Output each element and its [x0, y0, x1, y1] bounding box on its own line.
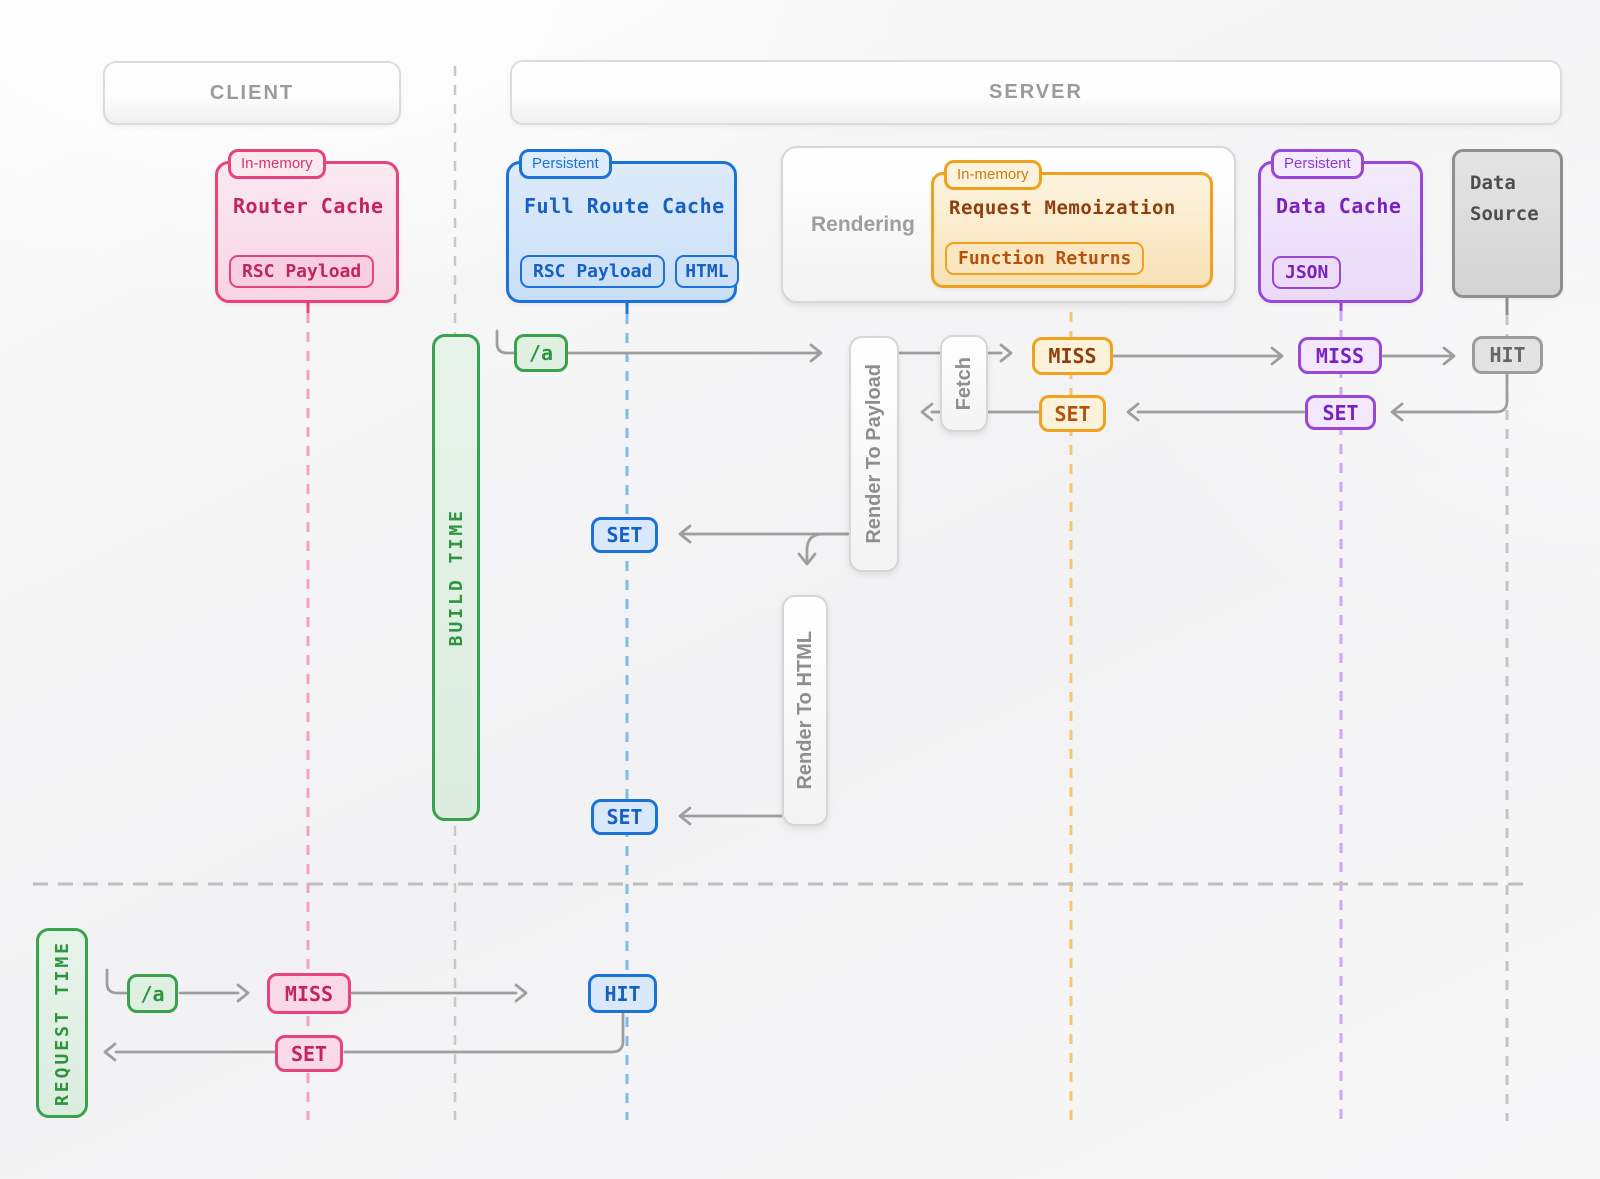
- fetch-label: Fetch: [952, 356, 975, 411]
- data-source-hit-chip: HIT: [1472, 336, 1543, 374]
- rendering-label: Rendering: [811, 212, 915, 236]
- full-route-set-html-chip: SET: [591, 799, 658, 835]
- render-to-html-box: Render To HTML: [782, 595, 828, 826]
- build-time-label: BUILD TIME: [445, 508, 467, 647]
- data-cache-miss-chip: MISS: [1298, 337, 1382, 374]
- arrow-payload-branch-to-html: [797, 532, 850, 566]
- arrow-fetch-to-memo-miss: [987, 343, 1013, 363]
- render-to-html-label: Render To HTML: [793, 631, 816, 790]
- request-time-lane: REQUEST TIME: [36, 928, 88, 1118]
- memo-miss-chip: MISS: [1032, 337, 1113, 375]
- arrow-router-set-to-client: [103, 1042, 276, 1062]
- arrow-datacache-set-to-memo-set: [1126, 402, 1306, 422]
- memo-set-chip: SET: [1039, 395, 1106, 432]
- full-route-set-payload-chip: SET: [591, 517, 658, 553]
- request-time-label: REQUEST TIME: [51, 939, 73, 1107]
- full-route-hit-chip: HIT: [588, 974, 657, 1013]
- data-cache-set-chip: SET: [1305, 395, 1376, 430]
- fetch-box: Fetch: [940, 335, 988, 432]
- data-source-title-line2: Source: [1470, 203, 1539, 226]
- arrow-router-miss-to-fullroute-hit: [350, 983, 528, 1003]
- data-source-box: Data Source: [1452, 149, 1563, 298]
- route-a-chip-request: /a: [127, 974, 178, 1013]
- function-returns-chip: Function Returns: [945, 242, 1145, 275]
- full-route-cache-badge: Persistent: [519, 149, 612, 179]
- arrow-route-to-router-miss: [178, 983, 250, 1003]
- full-route-cache-box: Persistent Full Route Cache RSC Payload …: [506, 149, 739, 303]
- arrow-fetch-to-render-payload: [920, 402, 941, 422]
- router-set-chip: SET: [275, 1035, 343, 1072]
- data-source-title-line1: Data: [1470, 172, 1516, 194]
- client-header: CLIENT: [103, 61, 401, 125]
- render-to-payload-box: Render To Payload: [849, 336, 899, 572]
- router-cache-badge: In-memory: [228, 149, 326, 179]
- html-chip: HTML: [675, 255, 739, 288]
- arrow-source-return-to-datacache-set: [1390, 373, 1509, 422]
- build-time-lane: BUILD TIME: [432, 334, 480, 821]
- arrow-requesttime-route-start: [105, 968, 128, 995]
- router-cache-title: Router Cache: [233, 194, 384, 218]
- data-cache-badge: Persistent: [1271, 149, 1364, 179]
- data-cache-title: Data Cache: [1276, 194, 1402, 218]
- rsc-payload-chip: RSC Payload: [520, 255, 666, 288]
- arrow-html-to-set: [678, 806, 783, 826]
- render-to-payload-label: Render To Payload: [862, 364, 885, 544]
- router-miss-chip: MISS: [267, 973, 351, 1014]
- arrow-datacache-miss-to-source-hit: [1381, 346, 1456, 366]
- router-cache-box: In-memory Router Cache RSC Payload: [215, 149, 399, 303]
- arrow-memo-miss-to-datacache-miss: [1112, 346, 1284, 366]
- request-memoization-box: In-memory Request Memoization Function R…: [931, 160, 1213, 288]
- arrow-fullroute-hit-return: [343, 1012, 625, 1054]
- server-header-label: SERVER: [989, 81, 1083, 103]
- client-header-label: CLIENT: [209, 81, 295, 104]
- rsc-payload-chip: RSC Payload: [229, 255, 375, 288]
- arrow-route-to-render-payload: [567, 343, 823, 363]
- route-a-chip-build: /a: [514, 334, 568, 372]
- request-memoization-badge: In-memory: [944, 160, 1042, 190]
- server-header: SERVER: [510, 60, 1562, 125]
- data-cache-box: Persistent Data Cache JSON: [1258, 149, 1423, 303]
- json-chip: JSON: [1272, 256, 1342, 289]
- arrow-buildtime-route-start: [495, 329, 515, 355]
- request-memoization-title: Request Memoization: [949, 197, 1176, 219]
- full-route-cache-title: Full Route Cache: [524, 194, 725, 218]
